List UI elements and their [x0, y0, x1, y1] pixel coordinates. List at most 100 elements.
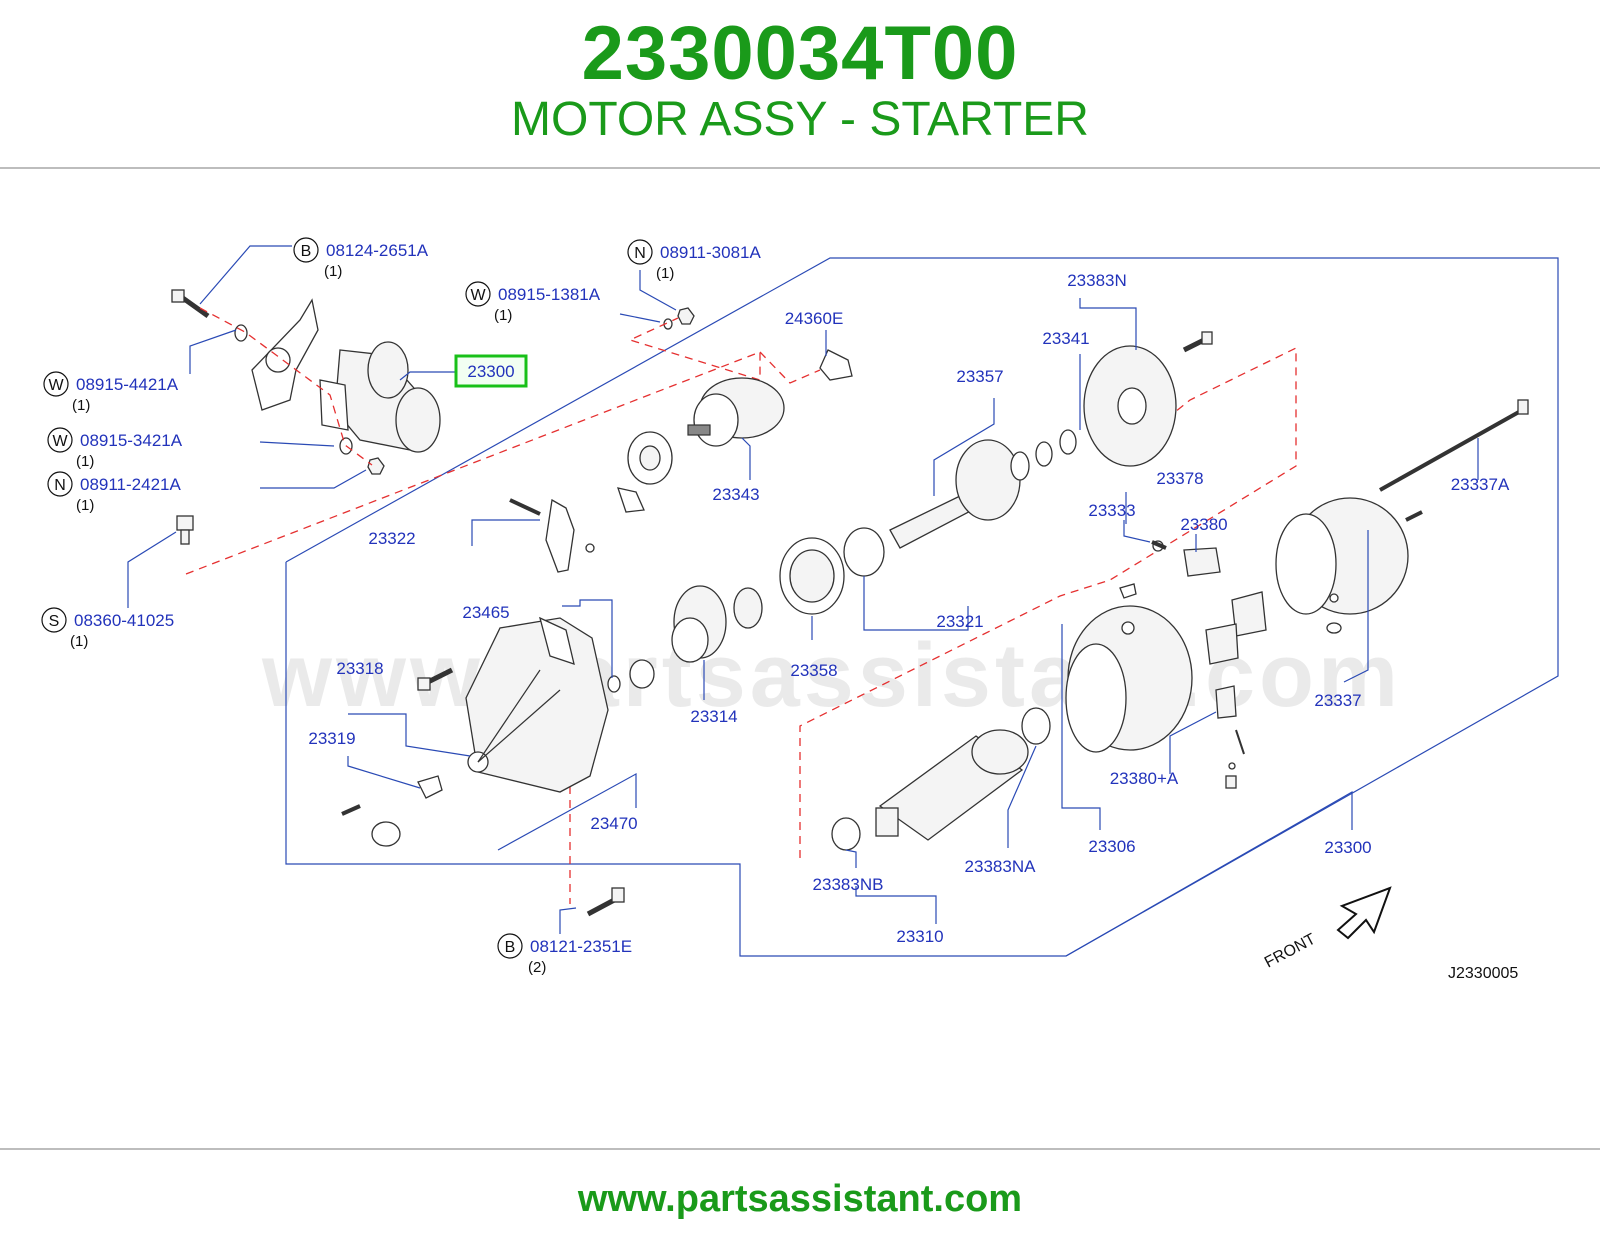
svg-text:W: W — [48, 377, 64, 394]
leader-23343 — [741, 437, 751, 480]
part-label: 23358 — [790, 661, 837, 680]
svg-text:08911-3081A: 08911-3081A — [660, 243, 761, 262]
leader-23465 — [562, 599, 613, 678]
leader-08360 — [127, 531, 177, 608]
ring-23341 — [1059, 429, 1077, 455]
svg-text:(1): (1) — [656, 265, 674, 282]
lever-23322 — [509, 498, 595, 573]
svg-text:08915-3421A: 08915-3421A — [80, 431, 183, 450]
part-label: 23343 — [712, 485, 759, 504]
svg-text:08915-4421A: 08915-4421A — [76, 375, 179, 394]
leader-23310 — [855, 886, 937, 924]
svg-text:08915-1381A: 08915-1381A — [498, 285, 601, 304]
svg-text:23300: 23300 — [467, 362, 514, 381]
plate-23465 — [617, 431, 673, 513]
part-label: 23380+A — [1110, 769, 1179, 788]
bearing-23383NA — [1021, 707, 1051, 745]
leader-08915-3421 — [259, 441, 335, 447]
bearing-23358 — [779, 537, 845, 615]
svg-text:N: N — [54, 477, 66, 494]
solenoid-23343 — [687, 377, 785, 447]
leader-08915-4421 — [189, 329, 237, 374]
part-label: 23465 — [462, 603, 509, 622]
leader-23322 — [471, 519, 540, 546]
leader-23321 — [863, 576, 969, 631]
highlight-23300-button[interactable]: 23300 — [454, 354, 528, 388]
leader-08121 — [559, 907, 577, 934]
yoke-23337 — [1275, 497, 1409, 634]
part-label: 23337 — [1314, 691, 1361, 710]
bolt-08121 — [586, 887, 625, 917]
svg-text:B: B — [505, 939, 516, 956]
part-label: 23337A — [1451, 475, 1510, 494]
ring-23321b — [1035, 441, 1053, 467]
part-number-title: 2330034T00 — [581, 11, 1019, 96]
part-label: 23300 — [1324, 838, 1371, 857]
dash-armature — [799, 346, 1297, 858]
part-label: 23314 — [690, 707, 737, 726]
part-label: 23380 — [1180, 515, 1227, 534]
terminal-24360E — [819, 349, 853, 381]
leader-23318 — [348, 713, 471, 757]
part-label: 23321 — [936, 612, 983, 631]
nut-08911-2421 — [367, 457, 385, 475]
screw-23333 — [1151, 540, 1167, 550]
svg-text:08121-2351E: 08121-2351E — [530, 937, 632, 956]
leader-08911-2421 — [260, 469, 367, 489]
stud-08360 — [176, 515, 194, 545]
fastener-08911-3081A: N 08911-3081A (1) — [627, 239, 761, 282]
cover-23383N — [1083, 345, 1177, 467]
screw-23337 — [1405, 510, 1423, 522]
bolt-23318 — [417, 667, 454, 691]
front-arrow-icon — [1336, 886, 1392, 940]
part-label: 23322 — [368, 529, 415, 548]
dash-stud-path — [185, 317, 761, 575]
part-label: 23310 — [896, 927, 943, 946]
part-label: 23318 — [336, 659, 383, 678]
header-divider — [0, 167, 1600, 169]
cap-23319 — [341, 775, 443, 847]
part-label: 23383NA — [965, 857, 1037, 876]
leader-08911-3081 — [639, 270, 677, 311]
leader-23380A — [1169, 711, 1217, 774]
part-label: 24360E — [785, 309, 844, 328]
part-name-subtitle: MOTOR ASSY - STARTER — [511, 93, 1089, 146]
part-label: 23383NB — [813, 875, 884, 894]
leader-08124 — [199, 245, 292, 305]
svg-text:(1): (1) — [76, 453, 94, 470]
svg-text:B: B — [301, 243, 312, 260]
svg-text:N: N — [634, 245, 646, 262]
fastener-08911-2421A: N 08911-2421A (1) — [47, 471, 181, 514]
drawing-code: J2330005 — [1448, 965, 1518, 982]
footer-url[interactable]: www.partsassistant.com — [577, 1178, 1023, 1220]
brush-holder-23306 — [1065, 583, 1193, 753]
ring-23321a — [1010, 451, 1030, 481]
part-label: 23306 — [1088, 837, 1135, 856]
thru-bolt-23337A — [1379, 399, 1529, 492]
part-label: 23470 — [590, 814, 637, 833]
part-label: 23341 — [1042, 329, 1089, 348]
washer-23321 — [843, 527, 885, 577]
fastener-08915-4421A: W 08915-4421A (1) — [43, 371, 179, 414]
svg-text:W: W — [470, 287, 486, 304]
fastener-08124-2651A: B 08124-2651A (1) — [293, 237, 429, 280]
svg-text:W: W — [52, 433, 68, 450]
fastener-08360-41025: S 08360-41025 (1) — [41, 607, 174, 650]
housing-23318 — [465, 616, 609, 793]
leader-23383NB — [845, 849, 857, 868]
leader-23319 — [347, 756, 421, 789]
exploded-parts-diagram: www.partsassistant.com — [41, 237, 1559, 982]
leader-23333 — [1123, 520, 1151, 543]
leader-23337 — [1343, 530, 1369, 683]
svg-text:(1): (1) — [76, 497, 94, 514]
svg-text:(1): (1) — [70, 633, 88, 650]
leader-23306 — [1061, 624, 1101, 830]
shaft-23357 — [889, 439, 1021, 549]
bolt-08124 — [171, 289, 210, 319]
fastener-08121-2351E: B 08121-2351E (2) — [497, 933, 632, 976]
svg-text:(1): (1) — [72, 397, 90, 414]
part-label: 23383N — [1067, 271, 1127, 290]
armature-23310 — [875, 729, 1029, 841]
fastener-08915-1381A: W 08915-1381A (1) — [465, 281, 601, 324]
svg-text:(1): (1) — [494, 307, 512, 324]
